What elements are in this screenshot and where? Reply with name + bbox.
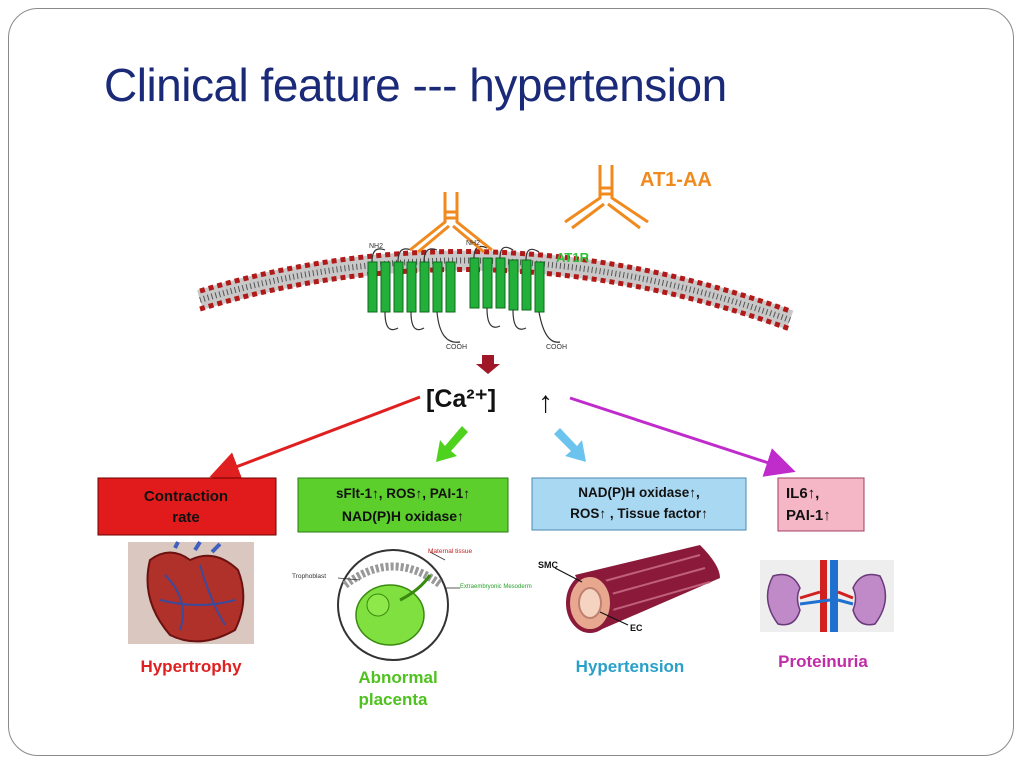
arrow-to-placenta — [436, 426, 468, 462]
box-placenta-line2: NAD(P)H oxidase↑ — [342, 508, 464, 524]
free-antibody-icon — [564, 165, 649, 230]
box-il6-line1: IL6↑, — [786, 485, 819, 502]
slide-title: Clinical feature --- hypertension — [104, 59, 727, 111]
caption-placenta-line1: Abnormal — [358, 668, 437, 687]
label-trophoblast: Trophoblast — [292, 573, 326, 580]
placenta-image — [337, 549, 460, 661]
caption-hypertension: Hypertension — [576, 657, 685, 676]
box-il6: IL6↑, PAI-1↑ — [777, 477, 865, 532]
calcium-label: [Ca²⁺] — [426, 385, 496, 413]
at1r-receptor-right — [469, 245, 561, 343]
bound-antibody-icon — [409, 192, 493, 254]
box-placenta-line1: sFlt-1↑, ROS↑, PAI-1↑ — [336, 486, 470, 501]
box-contraction: Contraction rate — [97, 477, 277, 536]
label-smc: SMC — [538, 560, 559, 570]
at1r-receptor-left — [367, 248, 461, 343]
calcium-up-arrow-icon: ↑ — [538, 386, 553, 419]
box-vessel-line1: NAD(P)H oxidase↑, — [578, 485, 700, 500]
nh2-label-right: NH2 — [466, 240, 480, 247]
label-ec: EC — [630, 623, 643, 633]
box-contraction-line2: rate — [172, 509, 200, 526]
antibody-label: AT1-AA — [640, 169, 712, 191]
arrow-to-contraction — [209, 395, 421, 481]
box-placenta-factors: sFlt-1↑, ROS↑, PAI-1↑ NAD(P)H oxidase↑ — [297, 477, 509, 533]
vessel-image — [554, 545, 720, 633]
caption-hypertrophy: Hypertrophy — [140, 657, 242, 676]
kidney-image — [760, 560, 894, 632]
caption-placenta-line2: placenta — [359, 690, 429, 709]
receptor-label: AT1R — [556, 250, 590, 265]
label-maternal-tissue: Maternal tissue — [428, 548, 472, 555]
arrow-to-il6 — [569, 396, 796, 477]
cooh-label-right: COOH — [546, 344, 567, 351]
cooh-label-left: COOH — [446, 344, 467, 351]
caption-proteinuria: Proteinuria — [778, 652, 868, 671]
arrow-to-vessel — [554, 428, 586, 462]
label-extraembryonic: Extraembryonic Mesoderm — [460, 584, 532, 590]
down-arrow-icon — [476, 355, 500, 374]
box-il6-line2: PAI-1↑ — [786, 507, 831, 524]
nh2-label-left: NH2 — [369, 243, 383, 250]
box-contraction-line1: Contraction — [144, 488, 228, 505]
box-vessel-line2: ROS↑ , Tissue factor↑ — [570, 506, 708, 521]
cell-membrane — [197, 249, 794, 332]
box-vessel-factors: NAD(P)H oxidase↑, ROS↑ , Tissue factor↑ — [531, 477, 747, 531]
heart-image — [128, 540, 254, 644]
